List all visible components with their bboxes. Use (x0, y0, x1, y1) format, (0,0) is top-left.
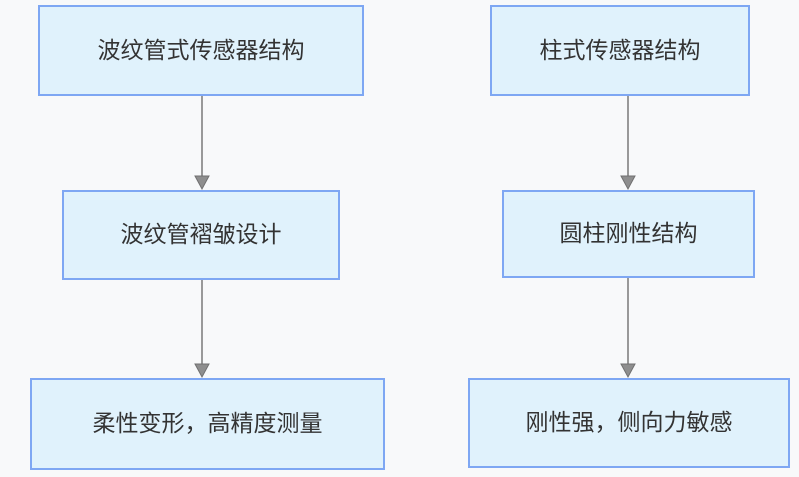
arrow-down-icon (194, 280, 210, 379)
node-bellows-sensor-structure: 波纹管式传感器结构 (38, 5, 364, 96)
node-rigid-lateral-result: 刚性强，侧向力敏感 (468, 378, 790, 468)
arrow-down-icon (620, 278, 636, 379)
node-bellows-fold-design: 波纹管褶皱设计 (62, 190, 340, 280)
node-cylinder-rigid-structure: 圆柱刚性结构 (502, 190, 755, 278)
arrow-down-icon (620, 96, 636, 191)
node-flexible-deformation-result: 柔性变形，高精度测量 (30, 378, 385, 470)
arrow-down-icon (194, 96, 210, 191)
node-column-sensor-structure: 柱式传感器结构 (490, 5, 750, 96)
